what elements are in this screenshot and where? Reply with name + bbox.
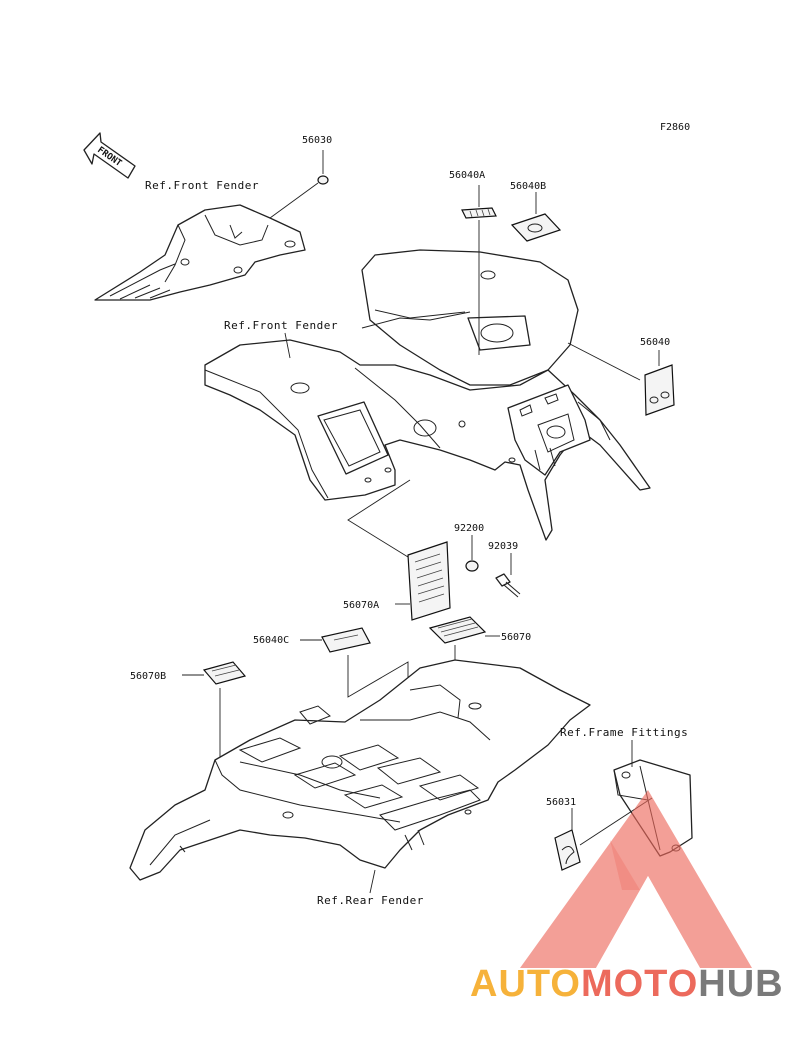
label-92200: 92200 — [454, 523, 484, 534]
ref-frame-fittings: Ref.Frame Fittings — [560, 726, 688, 739]
watermark-logo — [520, 790, 752, 968]
part-92039 — [495, 553, 521, 598]
ref-rear-fender: Ref.Rear Fender — [317, 894, 424, 907]
label-56070: 56070 — [501, 632, 531, 643]
part-56040B — [510, 192, 562, 242]
label-56040A: 56040A — [449, 170, 485, 181]
label-56030: 56030 — [302, 135, 332, 146]
label-92039: 92039 — [488, 541, 518, 552]
rear-fender — [129, 659, 591, 881]
label-56040: 56040 — [640, 337, 670, 348]
figure-code: F2860 — [660, 122, 690, 133]
part-92200 — [465, 535, 479, 572]
front-arrow-icon: FRONT — [83, 132, 136, 179]
front-fender-main — [204, 249, 651, 541]
part-56031 — [554, 797, 653, 871]
watermark-text: AUTOMOTOHUB — [470, 963, 784, 1005]
part-56070A — [395, 541, 451, 621]
front-fender-fragment — [94, 204, 306, 301]
part-56030 — [269, 150, 329, 219]
ref-front-fender-main: Ref.Front Fender — [224, 319, 338, 332]
label-56031: 56031 — [546, 797, 576, 808]
label-56070B: 56070B — [130, 671, 166, 682]
part-56040A — [461, 185, 497, 355]
ref-front-fender-top: Ref.Front Fender — [145, 179, 259, 192]
part-56040 — [567, 342, 675, 416]
label-56040C: 56040C — [253, 635, 289, 646]
label-56070A: 56070A — [343, 600, 379, 611]
part-56070 — [428, 616, 500, 685]
label-56040B: 56040B — [510, 181, 546, 192]
